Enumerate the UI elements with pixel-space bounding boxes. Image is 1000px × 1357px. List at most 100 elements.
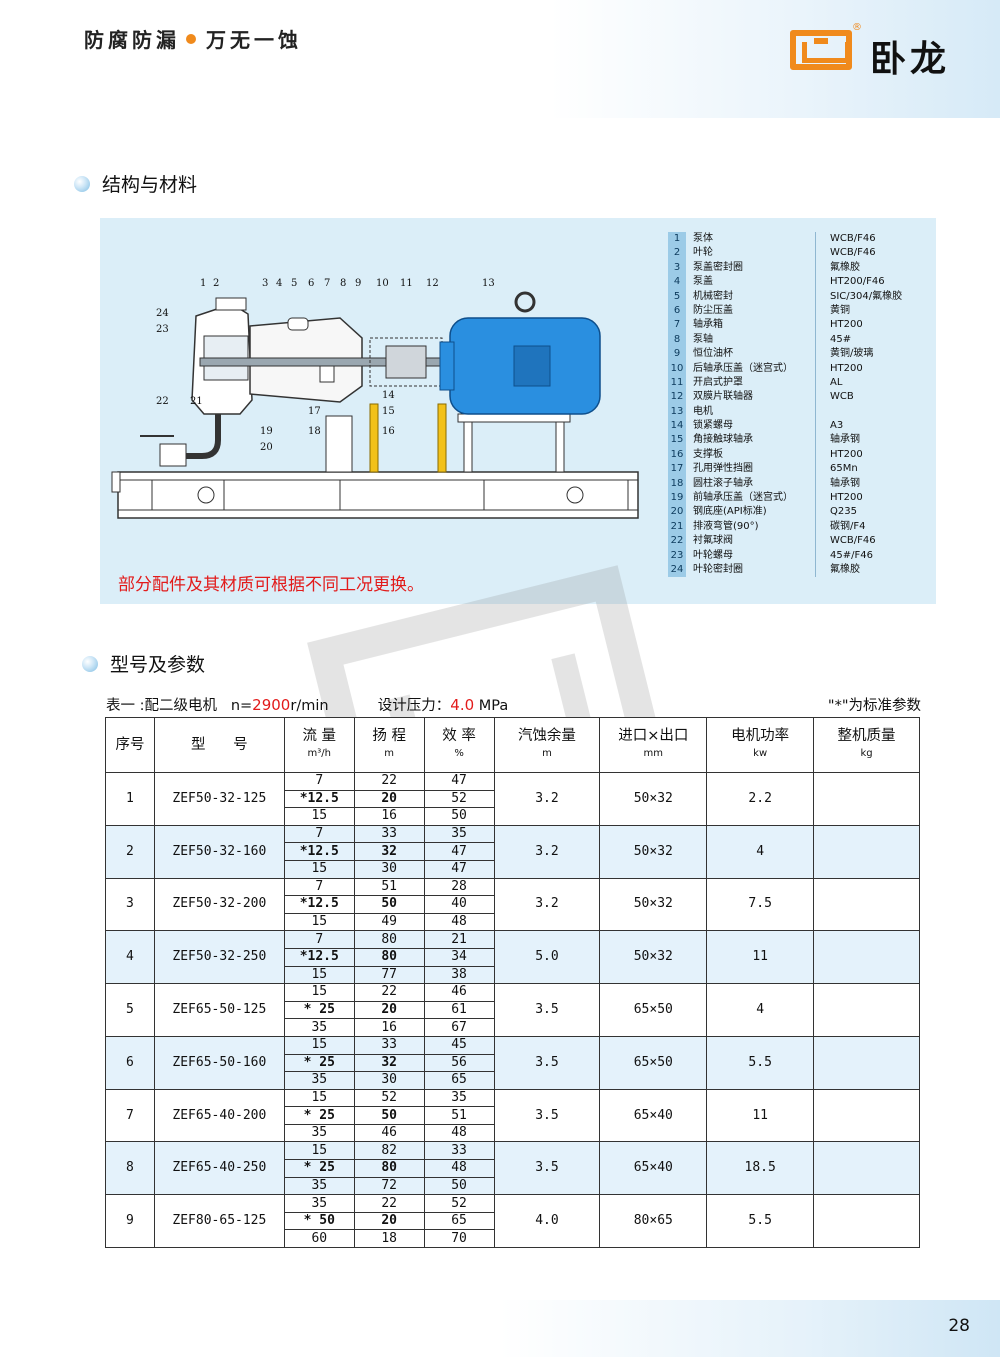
caption-note: "*"为标准参数 — [827, 698, 921, 714]
part-name: 角接触球轴承 — [686, 433, 816, 448]
section-title-structure-text: 结构与材料 — [102, 174, 198, 196]
cell-mass — [813, 1141, 920, 1196]
caption-pressure-label: 设计压力： — [377, 698, 451, 714]
cell-ports: 50×32 — [599, 877, 708, 932]
table-caption: 表一 :配二级电机 n=2900r/min 设计压力：4.0 MPa "*"为标… — [106, 694, 921, 715]
cell-eff: 47 — [423, 842, 495, 861]
cell-npsh: 3.5 — [493, 983, 601, 1037]
cell-eff: 52 — [423, 1194, 495, 1213]
cell-model: ZEF65-40-250 — [153, 1141, 285, 1196]
part-name: 泵体 — [686, 232, 816, 247]
part-no: 16 — [668, 447, 686, 463]
part-material: Q235 — [830, 506, 857, 518]
part-name: 泵轴 — [686, 332, 816, 348]
part-name: 孔用弹性挡圈 — [686, 462, 816, 477]
cell-flow: 15 — [283, 983, 355, 1002]
cell-head: 33 — [353, 824, 425, 844]
part-no: 18 — [668, 476, 686, 492]
cell-model: ZEF50-32-200 — [153, 877, 285, 932]
cell-flow: 35 — [283, 1176, 355, 1196]
cell-model: ZEF50-32-250 — [153, 930, 285, 985]
cell-model: ZEF50-32-125 — [153, 772, 285, 826]
cell-flow: 35 — [283, 1123, 355, 1143]
section-title-models: 型号及参数 — [82, 650, 205, 677]
cell-power: 4 — [706, 824, 815, 879]
cell-power: 5.5 — [706, 1035, 815, 1090]
cell-head: 18 — [353, 1229, 425, 1249]
part-no: 20 — [668, 505, 686, 520]
part-material: 45# — [830, 333, 852, 345]
cell-head: 51 — [353, 877, 425, 897]
cell-ports: 65×40 — [599, 1141, 708, 1196]
cell-eff: 47 — [423, 772, 495, 791]
cell-eff: 61 — [423, 1000, 495, 1020]
part-material: WCB/F46 — [830, 233, 876, 244]
callout-number: 8 — [340, 278, 346, 289]
callout-number: 6 — [308, 278, 314, 289]
part-material: WCB/F46 — [830, 535, 876, 547]
cell-mass — [813, 930, 920, 985]
part-material: WCB/F46 — [830, 247, 876, 259]
cell-eff: 33 — [423, 1141, 495, 1161]
motor-stand-top — [457, 413, 571, 423]
cell-power: 7.5 — [706, 877, 815, 932]
part-no: 1 — [668, 232, 686, 247]
cell-ports: 50×32 — [599, 824, 708, 879]
cell-power: 18.5 — [706, 1141, 815, 1196]
cell-head: 50 — [353, 1106, 425, 1125]
callout-number: 16 — [382, 426, 395, 437]
part-name: 叶轮密封圈 — [686, 562, 816, 578]
base-hole — [566, 486, 584, 504]
lifting-eye — [514, 291, 536, 313]
cell-flow: 15 — [283, 912, 355, 932]
cell-flow: 15 — [283, 1088, 355, 1108]
part-name: 钢底座(API标准) — [686, 505, 816, 520]
cell-head: 77 — [353, 965, 425, 985]
part-no: 23 — [668, 548, 686, 563]
part-name: 支撑板 — [686, 447, 816, 463]
pump-support — [325, 415, 353, 473]
cell-head: 22 — [353, 1194, 425, 1213]
cell-flow: * 50 — [283, 1211, 355, 1231]
page-number: 28 — [948, 1316, 970, 1336]
part-material: HT200 — [830, 492, 863, 504]
part-name: 锁紧螺母 — [686, 419, 816, 434]
cell-eff: 47 — [423, 859, 495, 879]
brand-logo-icon — [790, 30, 852, 70]
cell-eff: 34 — [423, 947, 495, 967]
callout-number: 9 — [355, 278, 361, 289]
cell-flow: 7 — [283, 877, 355, 897]
part-no: 21 — [668, 519, 686, 535]
cell-model: ZEF65-50-160 — [153, 1035, 285, 1090]
cell-head: 22 — [353, 772, 425, 791]
callout-number: 4 — [276, 278, 282, 289]
cell-flow: 35 — [283, 1018, 355, 1037]
callout-number: 3 — [262, 278, 268, 289]
cell-head: 82 — [353, 1141, 425, 1161]
caption-speed-unit: r/min — [290, 698, 329, 714]
part-material: A3 — [830, 420, 844, 432]
cell-model: ZEF50-32-160 — [153, 824, 285, 879]
part-no: 7 — [668, 318, 686, 333]
